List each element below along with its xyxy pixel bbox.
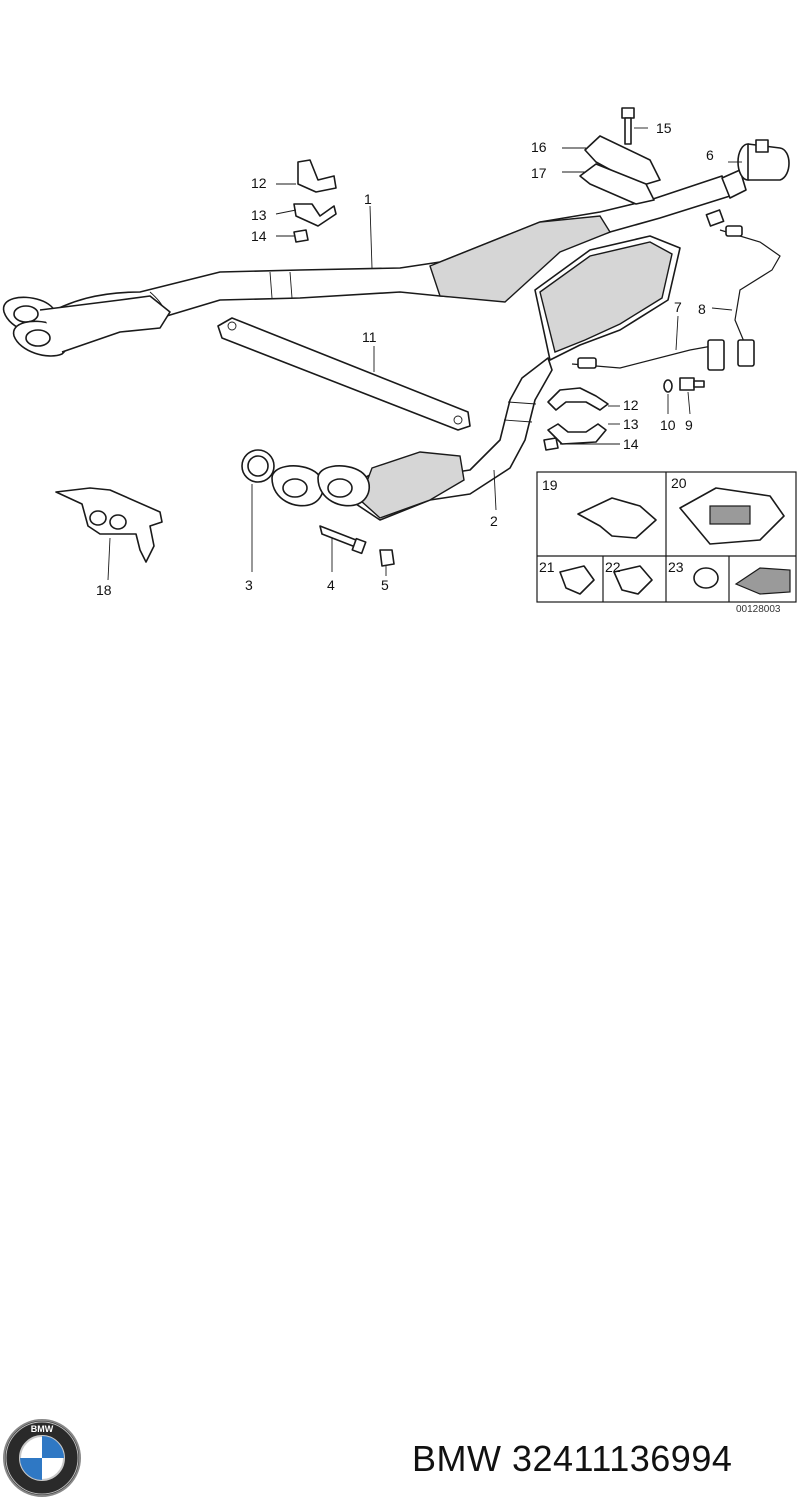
- callout-12-upper: 12: [251, 175, 267, 191]
- gasket-3: [241, 449, 275, 483]
- callout-10: 10: [660, 417, 676, 433]
- clamp-set-upper: [293, 159, 337, 243]
- callout-18: 18: [96, 582, 112, 598]
- callout-9: 9: [685, 417, 693, 433]
- hanger-set-15-16-17: [579, 107, 661, 205]
- callout-23: 23: [668, 559, 684, 575]
- exhaust-pipe-upper: [2, 169, 747, 357]
- pipe-clamp-6: [737, 139, 790, 181]
- bmw-roundel-icon: BMW: [3, 1419, 81, 1497]
- callout-19: 19: [542, 477, 558, 493]
- bolt-4: [319, 525, 367, 555]
- oxygen-sensor-8: [719, 225, 781, 367]
- callout-5: 5: [381, 577, 389, 593]
- callout-22: 22: [605, 559, 621, 575]
- callout-11: 11: [362, 329, 377, 345]
- callout-2: 2: [490, 513, 498, 529]
- callout-13-lower: 13: [623, 416, 639, 432]
- callout-15: 15: [656, 120, 672, 136]
- callout-13-upper: 13: [251, 207, 267, 223]
- part-number-caption: BMW 32411136994: [412, 1438, 733, 1479]
- callout-20: 20: [671, 475, 687, 491]
- callout-8: 8: [698, 301, 706, 317]
- callout-17: 17: [531, 165, 547, 181]
- bmw-logo-text: BMW: [31, 1424, 54, 1434]
- callout-16: 16: [531, 139, 547, 155]
- callout-21: 21: [539, 559, 555, 575]
- callout-14-lower: 14: [623, 436, 639, 452]
- callout-12-lower: 12: [623, 397, 639, 413]
- diagram-reference-number: 00128003: [736, 604, 781, 615]
- exhaust-parts-diagram: 1 2 3 4 5 6 7 8 9 10 11 12 12 13 13 14 1…: [2, 107, 797, 615]
- callout-4: 4: [327, 577, 335, 593]
- heat-shield-18: [55, 487, 163, 563]
- callout-labels: 1 2 3 4 5 6 7 8 9 10 11 12 12 13 13 14 1…: [96, 120, 781, 615]
- bolt-and-ring-9-10: [663, 377, 705, 393]
- inset-panel: [536, 471, 797, 603]
- callout-3: 3: [245, 577, 253, 593]
- nut-5: [379, 549, 395, 567]
- callout-6: 6: [706, 147, 714, 163]
- callout-1: 1: [364, 191, 372, 207]
- callout-14-upper: 14: [251, 228, 267, 244]
- exhaust-pipe-lower: [271, 235, 725, 521]
- callout-7: 7: [674, 299, 682, 315]
- leader-lines: [107, 127, 742, 581]
- footer: BMW BMW 32411136994: [0, 700, 800, 1497]
- bracket-strap-11: [217, 317, 471, 431]
- clamp-set-lower: [543, 387, 609, 451]
